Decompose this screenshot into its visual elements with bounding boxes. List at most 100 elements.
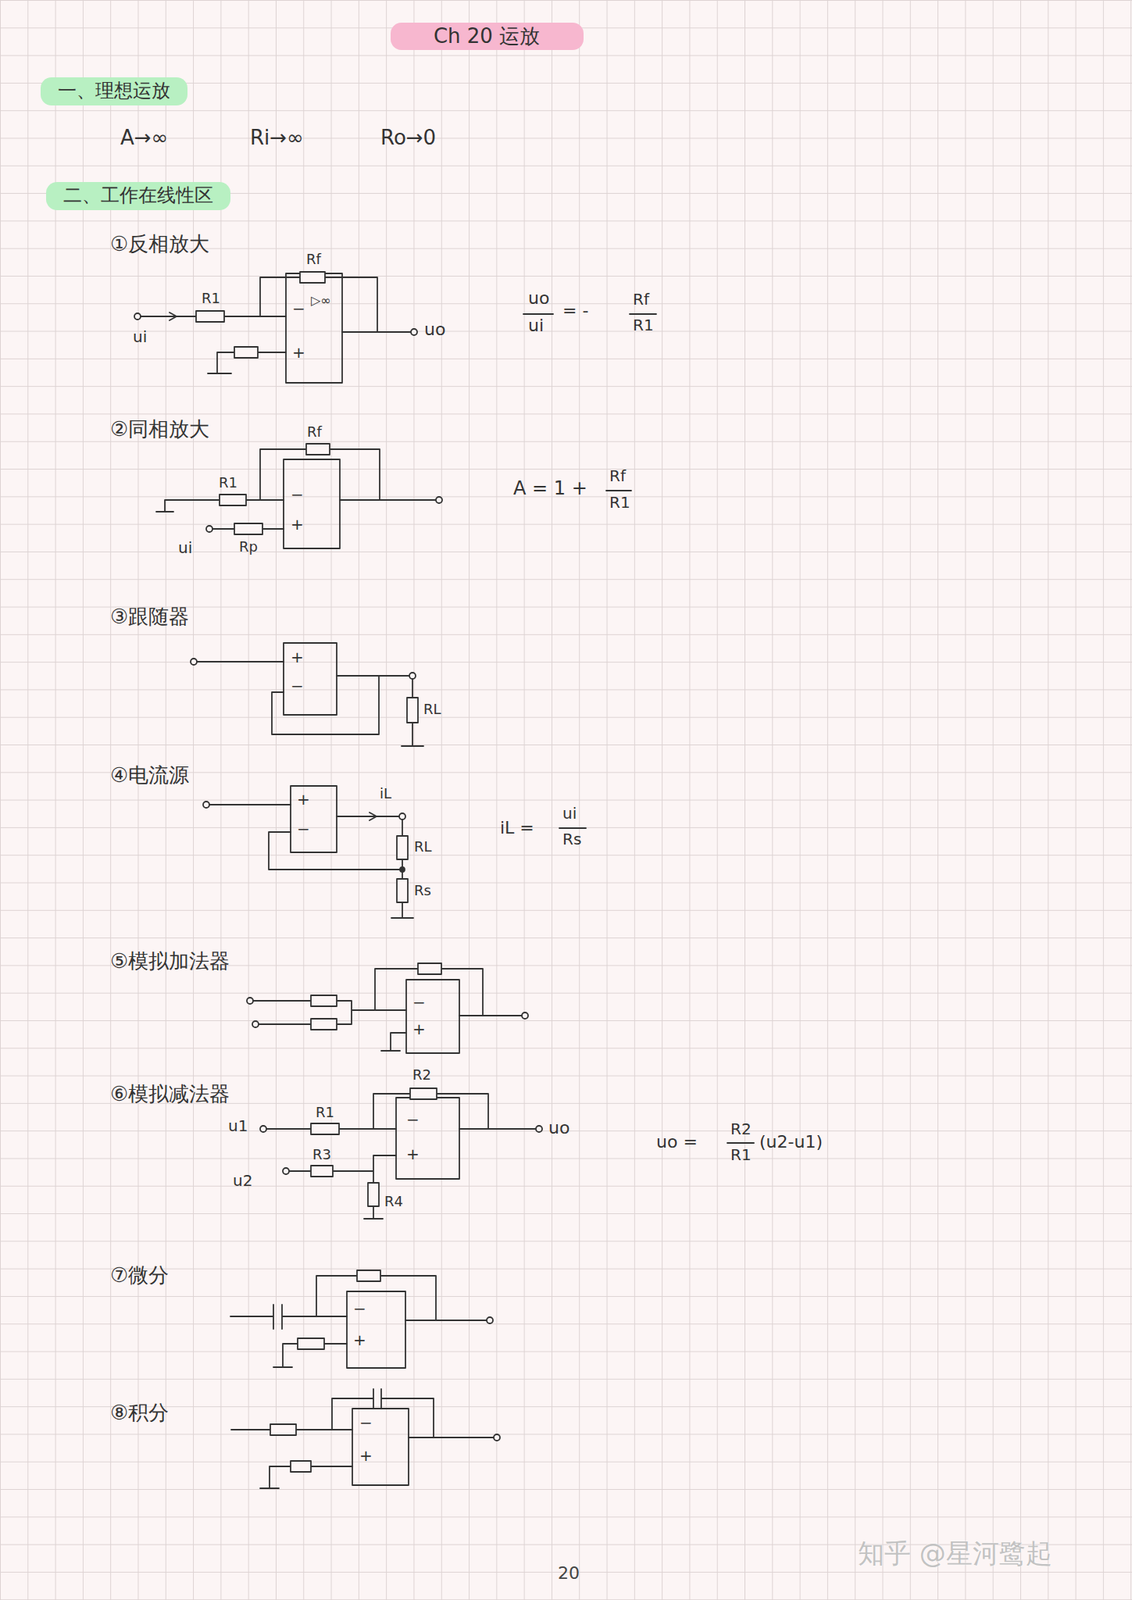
math-expression: uo =: [656, 1132, 698, 1152]
wire-line: [310, 995, 337, 1007]
circuit-heading: ③跟随器: [110, 605, 190, 629]
pin-sign: −: [290, 485, 304, 504]
math-expression: uo: [528, 289, 550, 308]
pin-sign: −: [290, 677, 304, 695]
pin-sign: +: [359, 1446, 373, 1465]
wire-line: [253, 968, 522, 1051]
math-expression: Rs: [562, 830, 582, 848]
wire-line: [406, 979, 460, 1054]
differentiator: [230, 1270, 493, 1368]
wire-line: [203, 801, 210, 808]
section-band: 二、工作在线性区: [46, 182, 231, 211]
wire-line: [396, 878, 408, 903]
section-band: 一、理想运放: [40, 77, 188, 106]
wire-line: [409, 672, 416, 679]
wire-line: [606, 489, 632, 492]
component-label: Rp: [239, 539, 258, 555]
opamp-symbol: ▷∞: [310, 293, 332, 308]
pin-sign: +: [296, 790, 311, 808]
math-expression: R1: [632, 316, 654, 334]
signal-name: ui: [132, 328, 147, 346]
current-source: [203, 785, 586, 918]
circuit-heading: ⑧积分: [110, 1401, 169, 1425]
wire-line: [290, 1460, 311, 1472]
pin-sign: −: [412, 993, 426, 1011]
circuit-heading: ⑥模拟减法器: [110, 1082, 230, 1106]
component-label: Rf: [307, 424, 322, 440]
math-expression: Ro→0: [380, 126, 436, 150]
wire-line: [352, 1408, 409, 1486]
watermark: 知乎 @星河鹭起: [857, 1539, 1053, 1568]
wire-line: [231, 1389, 494, 1489]
math-expression: A = 1 +: [513, 478, 588, 499]
wire-line: [535, 1125, 543, 1132]
wire-line: [559, 827, 586, 829]
summing-amplifier: [246, 963, 529, 1054]
pin-sign: +: [412, 1020, 426, 1038]
pin-sign: −: [292, 299, 306, 318]
wire-line: [190, 658, 197, 665]
inverting-amplifier: [134, 271, 657, 383]
wire-line: [493, 1434, 500, 1441]
integrator: [231, 1389, 500, 1489]
signal-name: ui: [178, 539, 193, 557]
wire-line: [282, 1167, 290, 1175]
wire-line: [209, 804, 414, 918]
wire-line: [196, 661, 424, 747]
wire-line: [230, 1275, 487, 1368]
circuit-heading: ④电流源: [110, 764, 190, 787]
signal-name: u2: [232, 1171, 253, 1190]
wire-line: [310, 1018, 337, 1030]
component-label: R1: [315, 1104, 335, 1121]
wire-line: [523, 313, 657, 315]
wire-line: [399, 867, 405, 872]
pin-sign: +: [353, 1331, 367, 1349]
wire-line: [299, 271, 325, 283]
wire-line: [727, 1142, 754, 1144]
math-expression: (u2-u1): [759, 1132, 823, 1152]
signal-name: uo: [424, 320, 446, 340]
wire-line: [399, 813, 406, 820]
voltage-follower: [190, 642, 424, 747]
wire-line: [140, 277, 411, 374]
wire-line: [283, 642, 337, 715]
wire-line: [410, 328, 418, 336]
wire-line: [357, 1270, 381, 1282]
wire-line: [396, 1097, 460, 1179]
component-label: RL: [414, 839, 433, 855]
math-expression: ui: [562, 804, 577, 822]
math-expression: Ri→∞: [249, 126, 304, 150]
wire-line: [134, 313, 141, 320]
wire-line: [310, 1123, 340, 1135]
pin-sign: +: [290, 648, 304, 666]
signal-name: u1: [228, 1117, 248, 1135]
wire-line: [234, 523, 263, 535]
wire-line: [521, 1012, 529, 1019]
component-label: RL: [423, 701, 442, 718]
section-heading: 一、理想运放: [57, 79, 171, 102]
signal-name: uo: [548, 1118, 570, 1138]
page-number: 20: [557, 1564, 580, 1583]
component-label: R1: [218, 474, 238, 491]
circuit-heading: ⑤模拟加法器: [110, 949, 230, 973]
math-expression: ui: [528, 316, 544, 336]
wire-line: [266, 1093, 536, 1219]
wire-line: [407, 697, 418, 723]
component-label: R3: [312, 1146, 332, 1163]
pin-sign: −: [406, 1110, 420, 1129]
difference-amplifier: [260, 1088, 754, 1219]
circuit-heading: ①反相放大: [110, 232, 210, 256]
page-title: Ch 20 运放: [390, 22, 584, 50]
pin-sign: −: [353, 1299, 367, 1318]
wire-line: [435, 496, 443, 504]
component-label: Rf: [306, 251, 322, 268]
wire-line: [367, 1182, 379, 1207]
wire-line: [260, 1125, 267, 1132]
non-inverting-amplifier: [156, 443, 632, 549]
pin-sign: +: [290, 515, 304, 533]
wire-line: [246, 997, 254, 1004]
wire-line: [206, 525, 213, 533]
wire-line: [234, 346, 258, 358]
signal-name: iL: [379, 785, 392, 802]
wire-line: [196, 310, 225, 322]
